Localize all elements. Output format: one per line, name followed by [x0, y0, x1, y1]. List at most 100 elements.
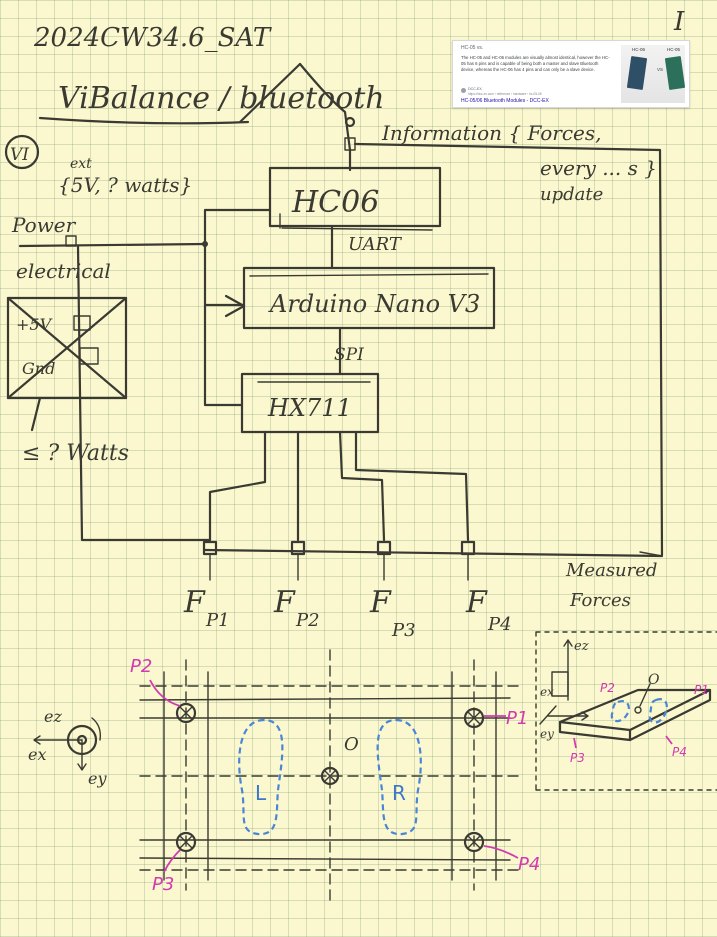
perspective-frame — [535, 631, 717, 791]
axis-ex-arrow — [33, 735, 83, 745]
force-label-p3: F P3 — [369, 585, 416, 641]
perspective-point-pointers — [573, 735, 673, 749]
wire-p1 — [208, 430, 267, 542]
axis-ez-label: ez — [44, 707, 62, 726]
hc06-power-line — [203, 208, 272, 246]
power-ext: ext — [70, 156, 92, 172]
load-cell-p4 — [463, 831, 485, 853]
perspective-ex-arrow — [547, 711, 589, 721]
perspective-origin-pointer — [639, 683, 651, 707]
arduino-block-inner — [249, 273, 489, 277]
platform-horizontal-lines — [139, 697, 511, 861]
battery-terminal-plus — [73, 315, 91, 331]
pointer-p4 — [483, 845, 519, 859]
uart-label: UART — [348, 234, 403, 255]
battery-box — [6, 296, 128, 400]
project-title: ViBalance / bluetooth — [58, 81, 385, 116]
force-label-p1: F P1 — [183, 585, 230, 631]
search-url: https://dcc-ex.com › reference › hardwar… — [468, 92, 542, 96]
sensor-connector-p4 — [460, 540, 476, 556]
watts-note: ≤ ? Watts — [22, 441, 129, 466]
svg-text:P3: P3 — [391, 620, 416, 641]
power-return-line — [76, 244, 207, 542]
perspective-ey-label: ey — [540, 727, 554, 741]
axis-ey-arrow — [77, 739, 87, 771]
platform-origin — [320, 766, 340, 786]
measured-label: Measured — [565, 560, 657, 581]
sensor-connector-p1 — [202, 540, 218, 556]
svg-text:P4: P4 — [487, 614, 512, 635]
load-cell-p3 — [175, 831, 197, 853]
section-circle-label: VI — [10, 145, 29, 165]
search-query: HC-05 vs. — [461, 45, 484, 51]
battery-5v: +5V — [16, 315, 53, 334]
platform-dash-vertical — [185, 649, 475, 901]
load-cell-p2 — [175, 702, 197, 724]
platform-dash-horizontal — [139, 685, 521, 871]
force-label-p2: F P2 — [273, 585, 320, 631]
information-note-2: every ... s } — [540, 156, 657, 180]
image-label-vs: VS — [657, 67, 664, 72]
point-label-p2: P2 — [130, 656, 152, 677]
section-circle — [4, 134, 40, 170]
force-label-p4: F P4 — [465, 585, 512, 635]
svg-text:F: F — [273, 585, 296, 620]
perspective-platform-side — [558, 688, 712, 742]
perspective-p3: P3 — [570, 751, 585, 765]
image-label-hc05: HC-05 — [667, 47, 681, 52]
search-result-link[interactable]: HC-05/06 Bluetooth Modules - DCC-EX — [461, 98, 549, 104]
svg-text:F: F — [369, 585, 392, 620]
sensor-bus — [203, 538, 664, 558]
search-snippet: The HC-05 and HC-06 modules are visually… — [461, 55, 610, 72]
information-note-3: update — [540, 184, 603, 205]
point-label-p1: P1 — [506, 708, 528, 729]
spi-label: SPI — [334, 345, 364, 365]
svg-text:F: F — [465, 585, 488, 620]
hc06-label: HC06 — [291, 185, 379, 220]
perspective-origin-label: O — [648, 672, 660, 688]
arduino-label: Arduino Nano V3 — [268, 290, 480, 318]
hc06-block-shadow — [279, 213, 433, 231]
wire-p4 — [354, 430, 470, 542]
axis-ey-label: ey — [88, 769, 107, 788]
arduino-block — [242, 266, 496, 330]
perspective-p1: P1 — [694, 683, 709, 697]
load-cell-p1 — [463, 707, 485, 729]
perspective-axis-box — [551, 671, 569, 697]
point-label-p3: P3 — [152, 874, 174, 895]
origin-label: O — [344, 734, 359, 755]
axis-ez-rotation — [91, 717, 102, 741]
point-label-p4: P4 — [518, 854, 540, 875]
search-source: DCC-EX — [468, 87, 482, 91]
source-favicon-icon — [461, 88, 466, 93]
information-bus — [353, 142, 664, 557]
search-result-card[interactable]: HC-05 vs. The HC-05 and HC-06 modules ar… — [452, 40, 690, 108]
hx711-power-line — [203, 303, 244, 407]
hx711-block — [240, 372, 380, 434]
perspective-ex-label: ex — [540, 685, 554, 699]
arduino-power-line — [203, 242, 246, 307]
perspective-foot-right — [648, 698, 668, 724]
title-underline — [38, 62, 302, 125]
axis-ex-label: ex — [28, 745, 47, 764]
power-line — [18, 242, 207, 248]
forces-label: Forces — [569, 590, 631, 611]
battery-lead — [30, 396, 42, 432]
wire-p3 — [338, 430, 386, 542]
date-title: 2024CW34.6_SAT — [33, 23, 272, 53]
arduino-power-arrow — [224, 294, 246, 318]
perspective-ey-arrow — [539, 705, 557, 725]
foot-left-label: L — [255, 781, 267, 805]
battery-crossout — [6, 296, 128, 400]
perspective-foot-left — [610, 700, 630, 723]
hc06-block — [268, 166, 442, 228]
svg-text:P2: P2 — [295, 610, 320, 631]
sensor-leads — [209, 553, 469, 581]
svg-text:F: F — [183, 585, 206, 620]
battery-terminal-gnd — [79, 347, 99, 365]
perspective-ez-label: ez — [574, 639, 589, 654]
foot-right-outline — [376, 718, 422, 836]
information-note-1: Information { Forces, — [381, 121, 602, 145]
hx711-label: HX711 — [267, 394, 352, 422]
